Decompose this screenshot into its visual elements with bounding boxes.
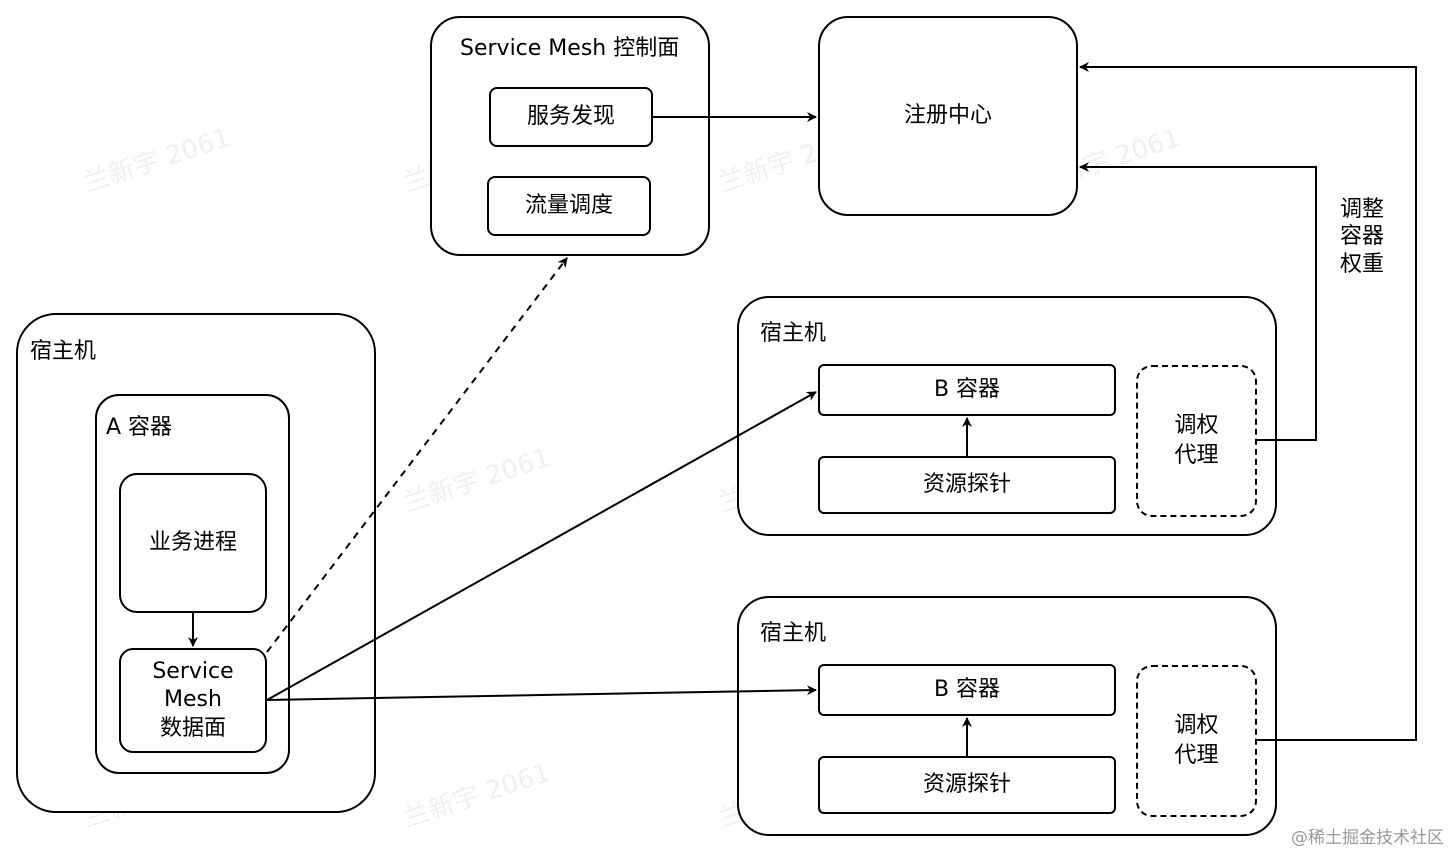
- weight-proxy-b2-line2: 代理: [1174, 743, 1219, 768]
- control-plane-title: Service Mesh 控制面: [460, 36, 680, 61]
- credit-text: @稀土掘金技术社区: [1291, 828, 1444, 848]
- arrow-dataplane-to-b1: [266, 391, 817, 701]
- host-b1-title: 宿主机: [760, 321, 827, 346]
- data-plane-line2: Mesh: [164, 687, 222, 713]
- arrow-dataplane-to-b2: [266, 685, 817, 701]
- container-b1-box: B 容器: [818, 364, 1116, 416]
- business-process-box: 业务进程: [119, 473, 267, 613]
- adjust-weight-line1: 调整: [1339, 196, 1384, 222]
- probe-b2-box: 资源探针: [818, 756, 1116, 814]
- weight-proxy-b2-box: 调权 代理: [1136, 665, 1257, 817]
- data-plane-line3: 数据面: [159, 715, 226, 741]
- weight-proxy-b2-line1: 调权: [1174, 713, 1219, 739]
- host-a-title: 宿主机: [30, 339, 97, 364]
- data-plane-line1: Service: [152, 658, 234, 684]
- arrow-dataplane-to-control-plane: [266, 257, 568, 653]
- arrow-proxy-b2-to-registry: [1079, 62, 1417, 741]
- registry-box: 注册中心: [818, 16, 1078, 216]
- adjust-weight-label: 调整 容器 权重: [1330, 192, 1394, 282]
- container-a-title: A 容器: [106, 415, 173, 440]
- adjust-weight-line3: 权重: [1339, 251, 1384, 277]
- weight-proxy-b1-line2: 代理: [1174, 443, 1219, 468]
- container-b2-box: B 容器: [818, 664, 1116, 716]
- service-discovery-box: 服务发现: [489, 87, 653, 147]
- weight-proxy-b1-box: 调权 代理: [1136, 365, 1257, 517]
- traffic-scheduling-box: 流量调度: [487, 176, 651, 236]
- arrow-proxy-b1-to-registry: [1079, 162, 1317, 441]
- probe-b1-box: 资源探针: [818, 456, 1116, 514]
- host-b2-title: 宿主机: [760, 621, 827, 646]
- weight-proxy-b1-line1: 调权: [1174, 413, 1219, 439]
- data-plane-box: Service Mesh 数据面: [119, 648, 267, 753]
- adjust-weight-line2: 容器: [1339, 224, 1384, 250]
